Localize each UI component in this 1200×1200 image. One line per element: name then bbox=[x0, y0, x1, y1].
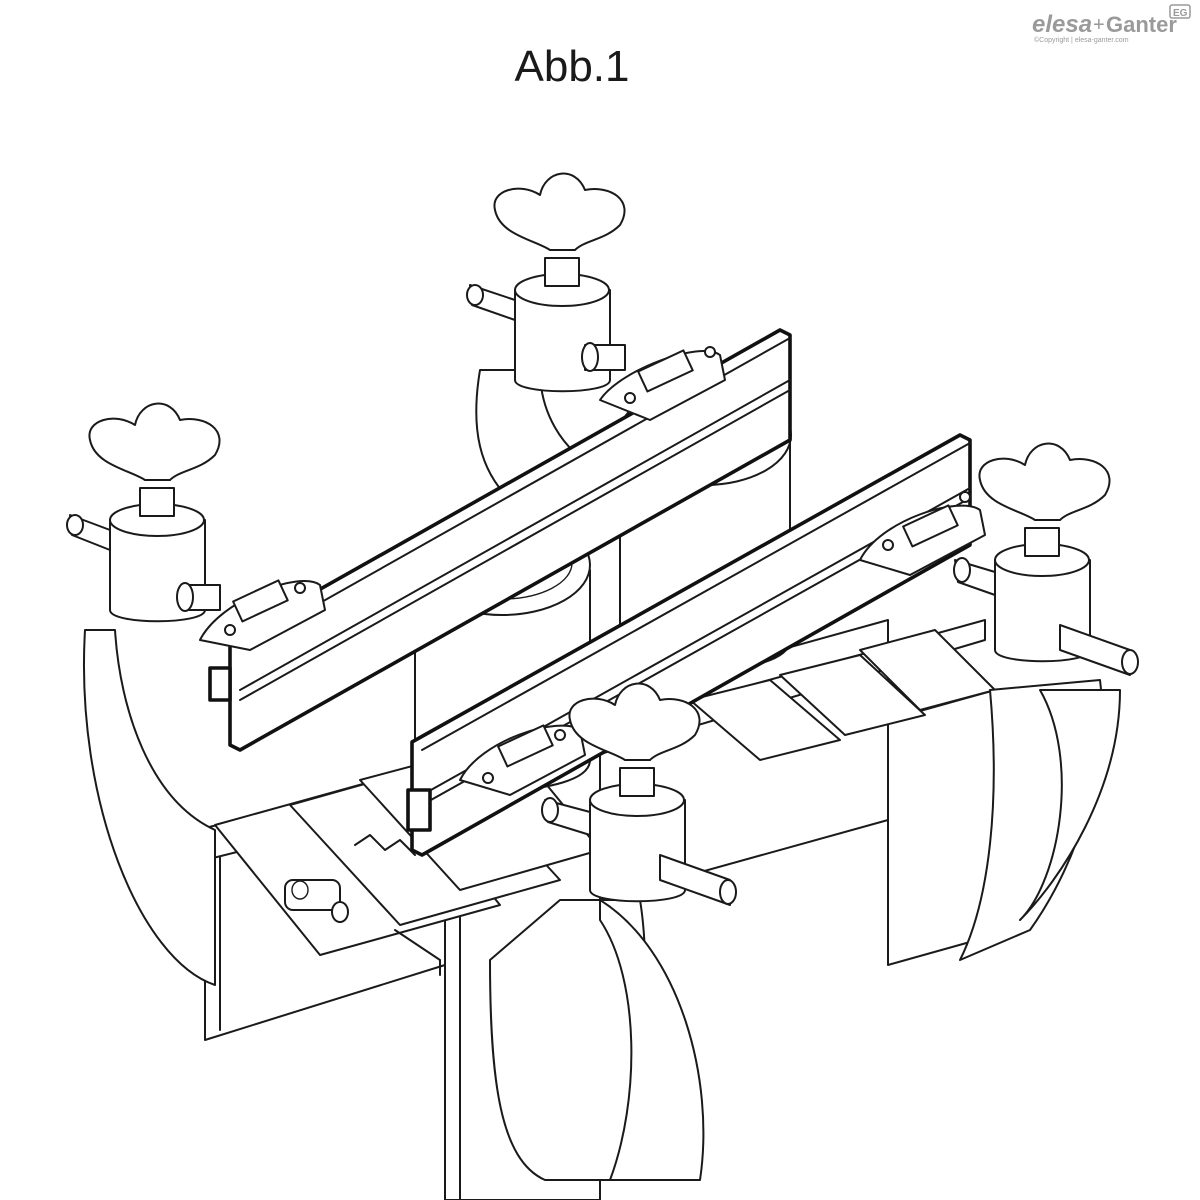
figure-title: Abb.1 bbox=[514, 42, 630, 91]
logo-badge-frame bbox=[1169, 4, 1191, 19]
clamp-knob-right bbox=[953, 442, 1139, 676]
clamp-brackets bbox=[83, 369, 1121, 1181]
clamp-knob-back bbox=[466, 172, 626, 393]
rail-clamp-holders bbox=[199, 346, 986, 796]
logo-brand-plus: + bbox=[1093, 14, 1105, 36]
clamp-knob-left bbox=[66, 402, 221, 623]
logo-brand-right: Ganter bbox=[1106, 12, 1177, 37]
elesa-ganter-logo: elesa + Ganter EG ©Copyright | elesa-gan… bbox=[1032, 4, 1191, 44]
logo-badge: EG bbox=[1173, 8, 1188, 19]
logo-brand-left: elesa bbox=[1032, 11, 1092, 38]
clamp-knob-front bbox=[541, 682, 737, 906]
logo-copyright: ©Copyright | elesa-ganter.com bbox=[1034, 36, 1129, 44]
chain-hinge-pin bbox=[284, 879, 349, 923]
